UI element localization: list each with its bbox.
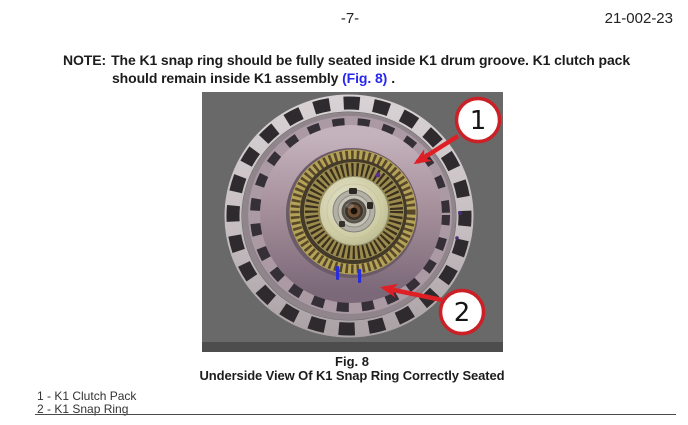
figure-8-link[interactable]: (Fig. 8)	[342, 70, 388, 86]
legend-item-snap-ring: 2 - K1 Snap Ring	[37, 402, 129, 416]
note-text-line-1: The K1 snap ring should be fully seated …	[111, 52, 631, 68]
callout-1-arrow-icon	[413, 134, 460, 165]
k1-drum-underside-graphic: 1 2	[202, 92, 503, 352]
figure-callout-2: 2	[380, 283, 486, 336]
k1-drum-outer-rim	[224, 94, 474, 338]
snap-ring-blue-marks	[336, 266, 362, 283]
callout-2-arrow-icon	[380, 283, 443, 303]
page-number: -7-	[340, 10, 360, 27]
callout-1-badge	[454, 96, 502, 144]
legend-item-clutch-pack: 1 - K1 Clutch Pack	[37, 389, 137, 403]
document-number: 21-002-23	[604, 10, 673, 27]
callout-2-number: 2	[454, 298, 471, 328]
k1-clutch-pack-rings	[289, 149, 417, 275]
callout-1-number: 1	[470, 106, 487, 136]
footer-divider	[35, 414, 676, 415]
figure-title-caption: Underside View Of K1 Snap Ring Correctly…	[199, 368, 505, 383]
paint-dot-marks	[375, 172, 462, 240]
figure-number-caption: Fig. 8	[335, 354, 369, 369]
note-label: NOTE:	[63, 52, 107, 68]
note-line-1: NOTE:The K1 snap ring should be fully se…	[63, 51, 630, 69]
figure-callout-1: 1	[413, 96, 502, 165]
photo-bottom-shadow	[202, 342, 503, 352]
note-block: NOTE:The K1 snap ring should be fully se…	[63, 51, 630, 87]
k1-hub	[319, 176, 389, 246]
callout-2-badge	[438, 288, 486, 336]
note-line-2: should remain inside K1 assembly (Fig. 8…	[63, 69, 630, 87]
figure-legend: 1 - K1 Clutch Pack 2 - K1 Snap Ring	[37, 390, 136, 416]
note-text-line-2: should remain inside K1 assembly	[112, 70, 339, 86]
figure-8-photo: 1 2	[202, 92, 503, 352]
note-period: .	[391, 70, 396, 86]
